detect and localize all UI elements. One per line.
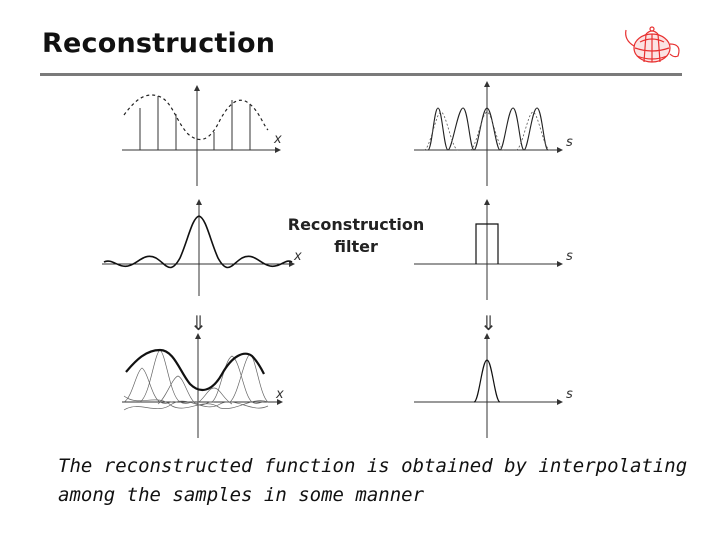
axis-label-x: x (275, 387, 284, 402)
axis-label-s: s (566, 135, 573, 150)
filter-label-line1: Reconstruction (287, 215, 425, 234)
reconstruction-filter-label: Reconstruction filter (286, 214, 426, 258)
axis-label-x: x (293, 249, 302, 264)
axis-label-s: s (566, 387, 573, 402)
title-rule (40, 73, 682, 76)
reconstructed-curve (125, 348, 265, 392)
caption-line2: among the samples in some manner (58, 484, 425, 506)
axis-label-s: s (566, 249, 573, 264)
axis-label-x: x (273, 132, 282, 147)
box-filter (475, 223, 499, 264)
panel-box-filter: s (414, 199, 573, 300)
shifted-kernels (123, 349, 269, 411)
panel-filtered-spectrum: s (414, 333, 573, 438)
panel-sampled-signal: x (122, 85, 282, 186)
filter-label-line2: filter (334, 237, 378, 256)
sinc-curve (103, 215, 293, 269)
sample-stems (139, 96, 251, 150)
underlying-curve (123, 94, 269, 141)
filtered-spectrum-peak (473, 359, 501, 403)
panel-replicated-spectrum: s (414, 81, 573, 186)
double-down-arrow-icon: ⇓ (190, 311, 207, 335)
caption-line1: The reconstructed function is obtained b… (58, 455, 688, 477)
teapot-wireframe-icon (625, 26, 680, 63)
slide-caption: The reconstructed function is obtained b… (58, 452, 698, 510)
slide-title: Reconstruction (42, 28, 276, 59)
spectrum-copies (427, 107, 549, 151)
double-down-arrow-icon: ⇓ (480, 311, 497, 335)
panel-reconstructed-signal: x (122, 333, 284, 438)
panel-sinc-kernel: x (102, 199, 302, 296)
